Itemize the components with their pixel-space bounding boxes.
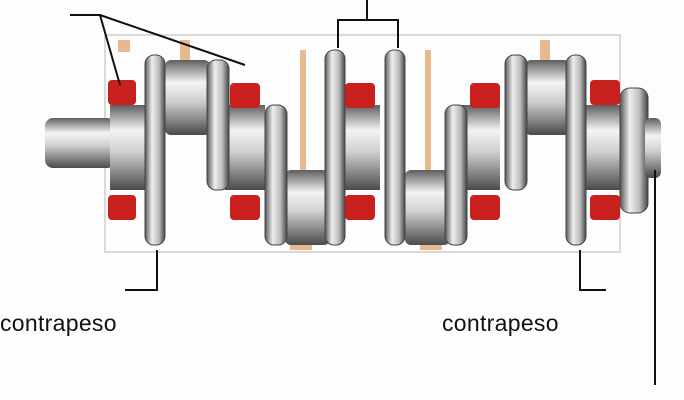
main-journals [110,105,620,190]
left-counterweight-label: contrapeso [0,310,117,336]
front-shaft [45,118,115,168]
rear-hub [645,118,661,178]
right-counterweight-label: contrapeso [442,310,559,336]
crank-webs [144,49,587,246]
crank-pins [165,60,570,245]
main-bearings [108,80,620,220]
rear-flange [619,87,649,214]
callout-lines [70,0,656,385]
